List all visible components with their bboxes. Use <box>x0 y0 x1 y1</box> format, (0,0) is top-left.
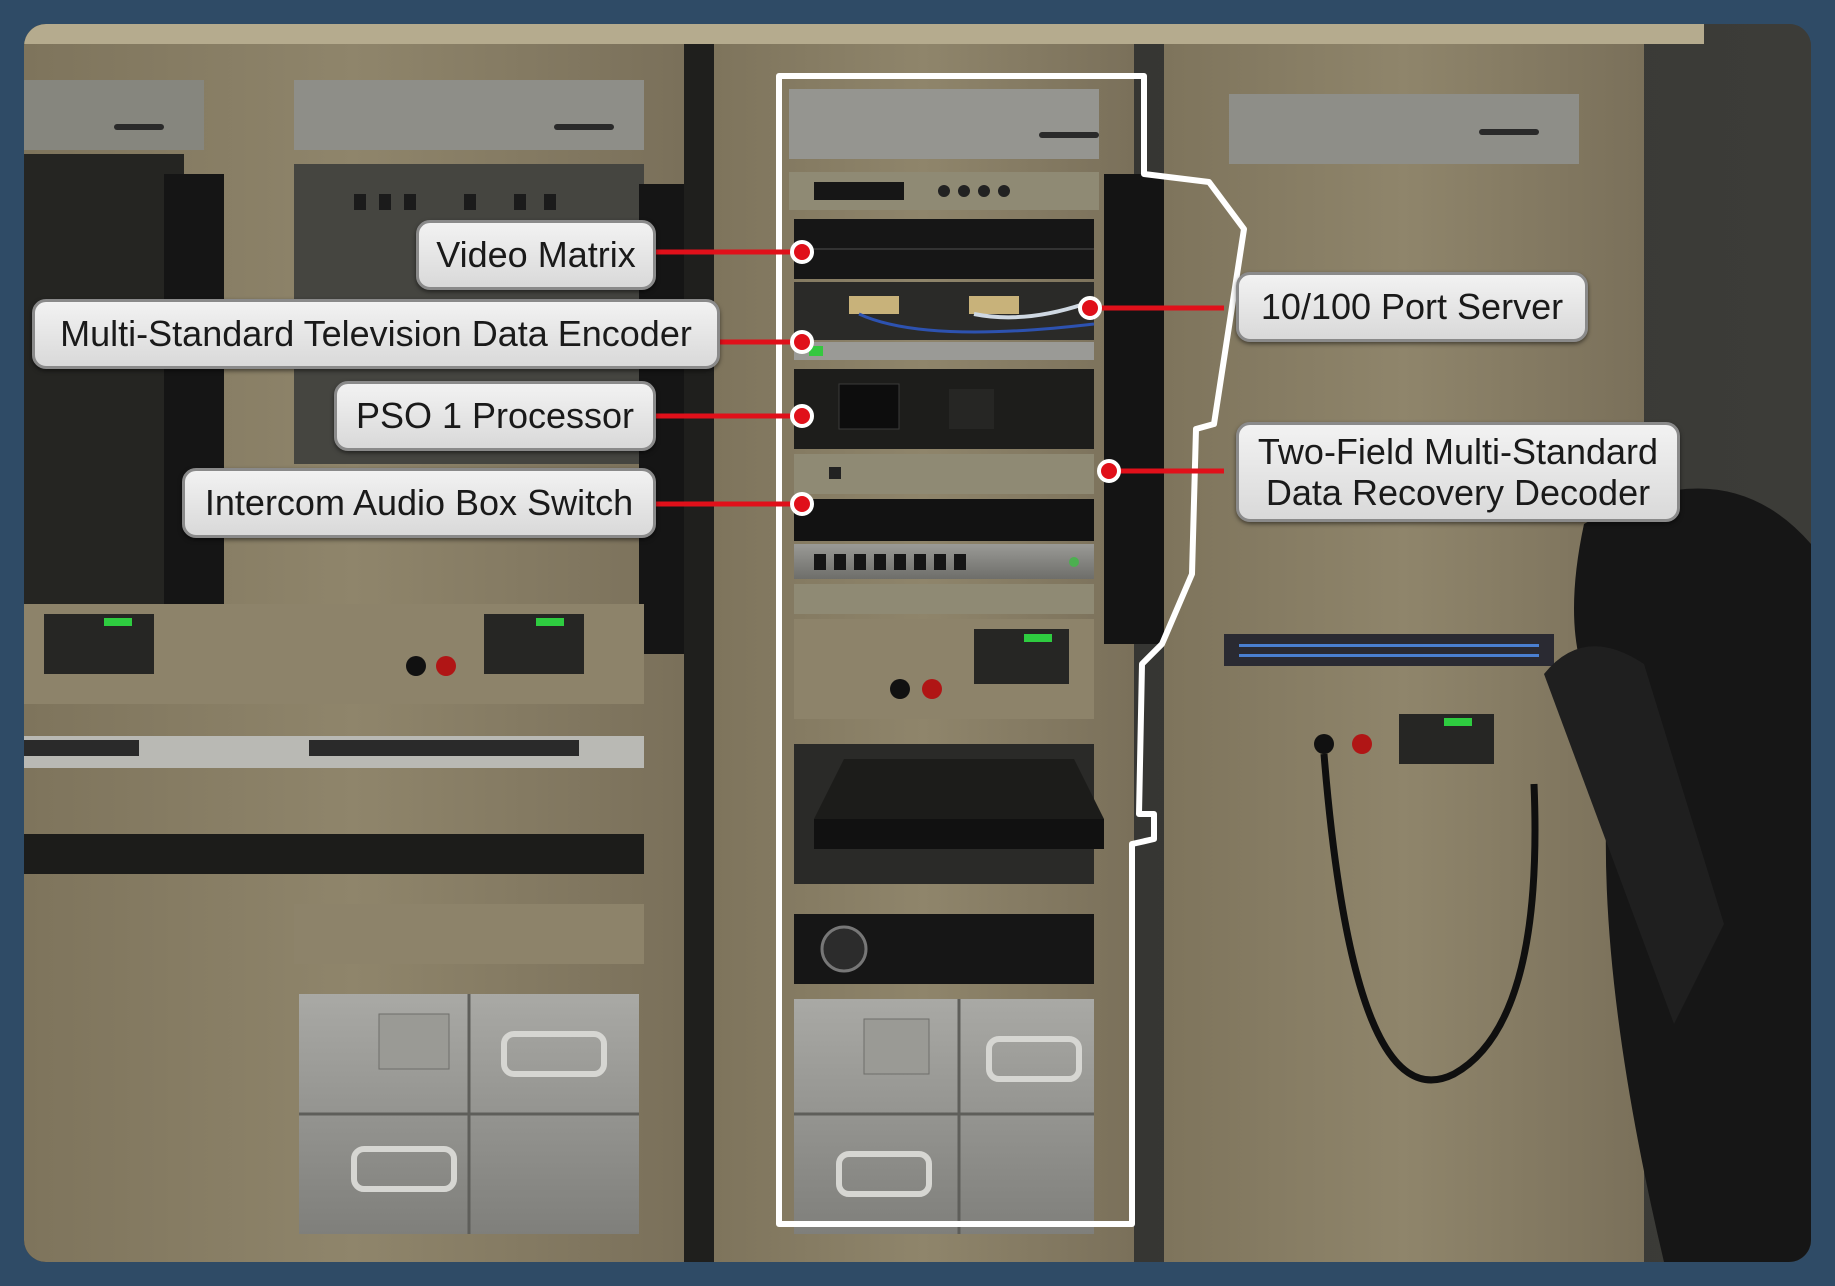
equipment-scene: Video Matrix Multi-Standard Television D… <box>24 24 1811 1262</box>
leader-dots <box>790 240 1121 516</box>
highlight-outline <box>776 73 1247 1227</box>
rack-illustration <box>24 24 1811 1262</box>
top-counter <box>24 24 1704 44</box>
label-video-matrix: Video Matrix <box>416 220 656 290</box>
label-pso-processor: PSO 1 Processor <box>334 381 656 451</box>
label-intercom-switch: Intercom Audio Box Switch <box>182 468 656 538</box>
leader-lines <box>654 249 1224 507</box>
intercom-switch-unit <box>794 499 1094 541</box>
label-tv-data-encoder: Multi-Standard Television Data Encoder <box>32 299 720 369</box>
label-port-server: 10/100 Port Server <box>1236 272 1588 342</box>
